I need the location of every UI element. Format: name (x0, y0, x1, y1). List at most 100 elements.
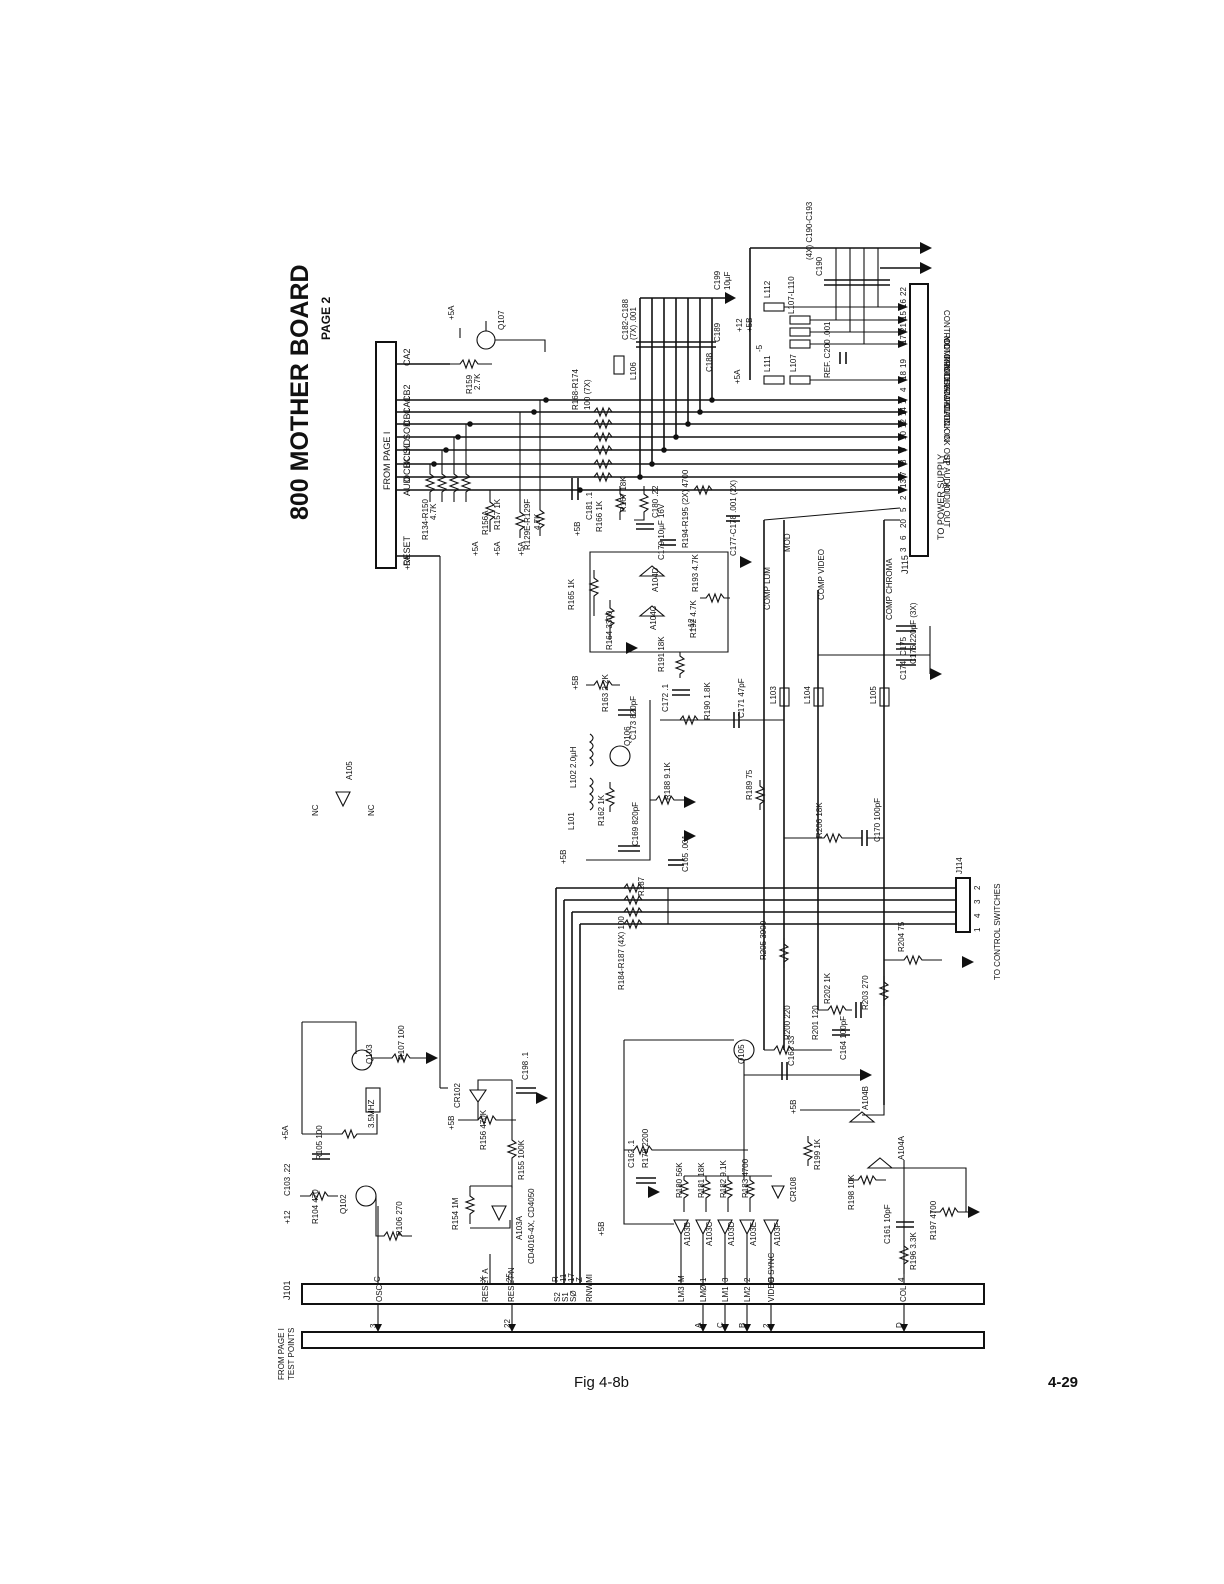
pin-number: 19 (899, 359, 908, 368)
supply-label: +5A (471, 541, 480, 556)
r107-label: R107 100 (397, 1025, 406, 1060)
j101-signal: RNWMI (585, 1274, 594, 1302)
cr102-diode (468, 1089, 488, 1103)
pin-number: 22 (503, 1319, 512, 1328)
pin-number: 3 (973, 899, 982, 904)
to-power-supply-label: TO POWER SUPPLY (936, 454, 946, 540)
bus-signal-label: AUD (402, 476, 412, 496)
r192-label: R192 4.7K (689, 600, 698, 638)
c198-label: C198 .1 (521, 1051, 530, 1080)
q106-label: Q106 (623, 726, 632, 746)
c163-label: C163 33 (787, 1035, 796, 1066)
j115-signal: CLOCK IN (942, 404, 951, 442)
r193-label: R193 4.7K (691, 554, 700, 592)
pin-number: 17 (899, 335, 908, 344)
r156a-label: R156A (481, 510, 490, 535)
r159-value: 2.7K (473, 373, 482, 390)
r202-label: R202 1K (823, 972, 832, 1004)
a104b-opamp (848, 1111, 876, 1123)
supply-label: +5B (597, 1222, 606, 1236)
c181-label: C181 .1 (585, 491, 594, 520)
j114-label: J114 (955, 857, 964, 874)
j101-signals: OSC RESET A RESET N S2 S1 SØ RNWMI LM3 L… (375, 1252, 908, 1302)
j115-signal: DATA IN (942, 396, 951, 426)
comp-lum-label: COMP LUM (763, 567, 772, 610)
j115-signal: COMMAND (942, 338, 951, 380)
pin-number: 16 (899, 299, 908, 308)
q102-label: Q102 (339, 1194, 348, 1214)
bus-signal-label: SID (402, 438, 412, 454)
l107-label: L107 (789, 354, 798, 372)
pin-number: 7 (899, 471, 908, 476)
mixer-resistors (678, 1175, 772, 1212)
nc-label: NC (311, 804, 320, 816)
comp-video-label: COMP VIDEO (817, 549, 826, 600)
c182-value: (7X) .001 (629, 307, 638, 340)
c199-value: 10µF (723, 271, 732, 290)
pin-number: 25 (505, 1273, 514, 1282)
l106-inductor (613, 355, 625, 375)
a103a-buffer (491, 1205, 507, 1222)
pin-number: B (738, 1323, 747, 1328)
r129-label: R129E-R129F (523, 499, 532, 550)
r106-label: R106 270 (395, 1201, 404, 1236)
bus-signal-label: RESET (402, 535, 412, 566)
cr102-label: CR102 (453, 1083, 462, 1108)
c176-label: C176 220pF (3X) (909, 602, 918, 664)
j101-signal: SØ (569, 1290, 578, 1302)
r197-label: R197 4700 (929, 1200, 938, 1240)
pin-number: 1 (699, 1277, 708, 1282)
capacitor-bank (636, 292, 736, 477)
bus-lines (396, 363, 900, 1089)
r205-label: R205 3900 (759, 920, 768, 960)
r104-label: R104 470 (311, 1189, 320, 1224)
c171-label: C171 47pF (737, 678, 746, 718)
pin-number: 17 (567, 1273, 576, 1282)
pin-number: D (895, 1322, 904, 1328)
c170-label: C170 100pF (873, 798, 882, 842)
l104-label: L104 (803, 686, 812, 704)
c188-label: C188 (705, 352, 714, 372)
r164-label: R164 3300 (605, 610, 614, 650)
j101-signal: LMØ (699, 1285, 708, 1302)
r166-label: R166 1K (595, 500, 604, 532)
test-points-label: TEST POINTS (287, 1328, 296, 1380)
cr108-label: CR108 (789, 1177, 798, 1202)
test-points-connector (301, 1331, 985, 1349)
pin-number: 13 (899, 479, 908, 488)
j115-signal: CONTROL (942, 310, 951, 350)
r134-label: R134-R150 (421, 499, 430, 540)
a103a-part-label: CD4016-4X, CD4050 (527, 1188, 536, 1264)
j115-signal: PROCEED (942, 356, 951, 396)
l103-label: L103 (769, 686, 778, 704)
r182-label: R182 9.1K (719, 1160, 728, 1198)
j115-signal: SP AUDIO (942, 455, 951, 493)
diagram-subtitle: PAGE 2 (319, 297, 333, 340)
pin-number: Z (575, 1277, 584, 1282)
a103d-label: A103D (727, 1221, 736, 1246)
c169-label: C169 820pF (631, 802, 640, 846)
r189-label: R189 75 (745, 769, 754, 800)
pin-number: 4 (897, 1277, 906, 1282)
pin-number: C (373, 1276, 382, 1282)
pin-number: 15 (899, 311, 908, 320)
j101-signal: VIDEO SYNC (767, 1252, 776, 1302)
r180-label: R180 56K (675, 1162, 684, 1198)
supply-label: +5B (789, 1100, 798, 1114)
diagram-title: 800 MOTHER BOARD (286, 264, 314, 520)
test-point-drops (374, 1304, 908, 1332)
pin-number: C (716, 1322, 725, 1328)
pin-number: 3 (369, 1323, 378, 1328)
r165-label: R165 1K (567, 578, 576, 610)
l112-label: L112 (763, 280, 772, 298)
a105-label: A105 (345, 761, 354, 780)
q103-label: Q103 (365, 1044, 374, 1064)
pin-number: 21 (899, 323, 908, 332)
bus-signal-label: CA1 (402, 396, 412, 414)
j101-signal: COL (899, 1285, 908, 1302)
bus-signal-label: CB1 (402, 408, 412, 426)
j115-pin-numbers: 3 6 20 5 2 13 7 8 9 10 12 14 1 4 18 19 1… (899, 287, 908, 552)
r184-label: R184-R187 (4X) 100 (617, 916, 626, 990)
c165-label: C165 .001 (681, 835, 690, 872)
